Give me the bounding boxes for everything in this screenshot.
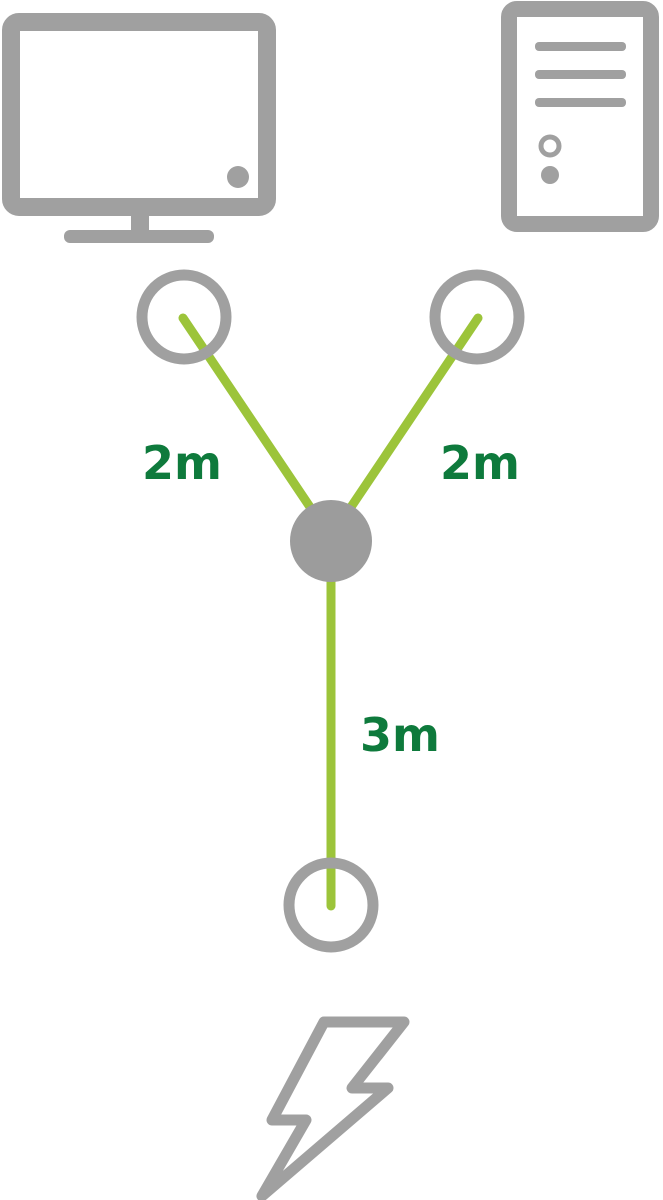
splitter-hub (290, 500, 372, 582)
computer-tower-icon (501, 1, 659, 232)
left-plug-circle (136, 269, 232, 365)
bottom-cable-length-label: 3m (360, 708, 440, 762)
bottom-plug-circle (283, 857, 379, 953)
right-plug-circle (429, 269, 525, 365)
monitor-icon (2, 13, 276, 243)
cables (178, 313, 483, 911)
left-cable-length-label: 2m (142, 436, 222, 490)
right-cable-length-label: 2m (440, 436, 520, 490)
lightning-bolt-icon (256, 1016, 410, 1200)
